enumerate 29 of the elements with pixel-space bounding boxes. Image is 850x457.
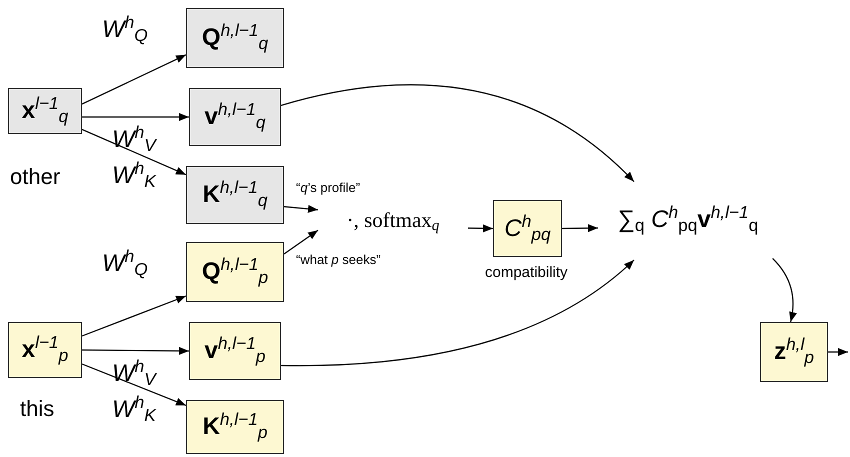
arrow: [82, 54, 186, 105]
vector-box: [493, 200, 562, 257]
arrow: [82, 363, 186, 406]
arrow: [562, 224, 598, 232]
vector-box: [186, 8, 284, 68]
vector-box: [186, 166, 284, 224]
edge-label: “what p seeks”: [296, 251, 381, 269]
vector-box: [8, 322, 82, 378]
arrow: [82, 346, 189, 355]
vector-box: [186, 400, 284, 454]
edge-label: “q’s profile”: [296, 179, 360, 197]
arrow: [468, 224, 493, 232]
arrow: [82, 295, 186, 337]
arrow: [828, 348, 848, 356]
arrow: [280, 84, 634, 182]
vector-box: [189, 88, 281, 146]
arrow: [284, 230, 318, 254]
vector-box: [189, 322, 281, 380]
vector-box: [186, 242, 284, 302]
arrow: [772, 258, 797, 322]
caption-text: this: [20, 395, 54, 423]
arrow: [82, 113, 189, 121]
vector-box: [760, 322, 828, 382]
caption-text: other: [10, 163, 60, 191]
arrow: [82, 128, 186, 176]
caption-text: compatibility: [485, 263, 568, 283]
arrow: [284, 204, 318, 213]
vector-box: [8, 88, 82, 134]
arrow: [281, 260, 634, 366]
